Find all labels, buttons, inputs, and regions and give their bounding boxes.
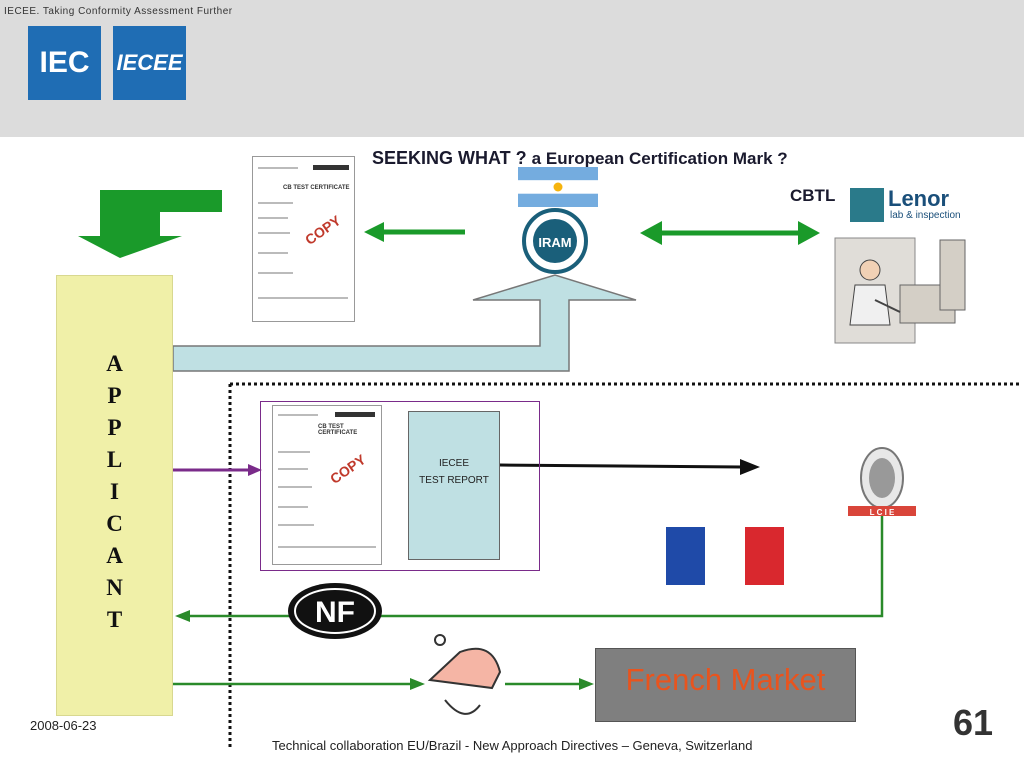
- certificate-document-top: CB TEST CERTIFICATE COPY: [252, 156, 355, 322]
- nf-text: NF: [315, 596, 355, 629]
- report-line-2: TEST REPORT: [419, 475, 489, 486]
- footer-text: Technical collaboration EU/Brazil - New …: [272, 738, 753, 753]
- france-flag: [666, 527, 784, 585]
- cbtl-label: CBTL: [790, 186, 836, 205]
- iron-icon: [427, 634, 502, 715]
- blue-up-arrow: [172, 274, 637, 372]
- lenor-tagline: lab & inspection: [890, 210, 961, 221]
- footer-date: 2008-06-23: [30, 718, 97, 733]
- applicant-label: A P P L I C A N T: [106, 351, 123, 632]
- documents-frame: [260, 401, 540, 571]
- lenor-name: Lenor: [888, 186, 950, 211]
- title-sub: a European Certification Mark ?: [531, 149, 788, 168]
- purple-arrow: [173, 464, 262, 476]
- lcie-mark: L C I E: [848, 447, 916, 517]
- green-market-arrow-1: [173, 678, 425, 690]
- applicant-column: [56, 275, 173, 716]
- french-market-label: French Market: [625, 662, 826, 697]
- iec-logo: IEC: [28, 26, 101, 100]
- lenor-logo: Lenor lab & inspection: [850, 186, 962, 222]
- certificate-header-bottom: CB TEST CERTIFICATE: [318, 424, 358, 436]
- report-line-1: IECEE: [438, 458, 469, 469]
- certificate-document-bottom: CB TEST CERTIFICATE COPY: [272, 405, 382, 565]
- green-down-arrow: [78, 190, 222, 258]
- certificate-header-top: CB TEST CERTIFICATE: [283, 185, 350, 191]
- french-market-box: [595, 648, 856, 722]
- iram-text: IRAM: [538, 235, 571, 250]
- header-tagline: IECEE. Taking Conformity Assessment Furt…: [4, 6, 233, 17]
- copy-stamp-top: COPY: [302, 212, 344, 248]
- green-double-arrow: [640, 221, 820, 245]
- iecee-test-report: IECEE TEST REPORT: [408, 411, 500, 560]
- title-main: SEEKING WHAT ?: [372, 148, 532, 168]
- argentina-flag: [518, 167, 598, 207]
- copy-stamp-bottom: COPY: [327, 451, 369, 487]
- green-left-arrow: [364, 222, 465, 242]
- lcie-text: L C I E: [870, 508, 895, 517]
- nf-mark: NF: [288, 583, 382, 639]
- black-arrow: [499, 459, 760, 475]
- lab-operator-illustration: [834, 237, 966, 344]
- green-market-arrow-2: [505, 678, 594, 690]
- slide-title: SEEKING WHAT ? a European Certification …: [372, 148, 788, 169]
- iram-seal: IRAM: [522, 208, 588, 274]
- iecee-logo: IECEE: [113, 26, 186, 100]
- page-number: 61: [953, 702, 994, 743]
- green-return-line: [175, 510, 884, 622]
